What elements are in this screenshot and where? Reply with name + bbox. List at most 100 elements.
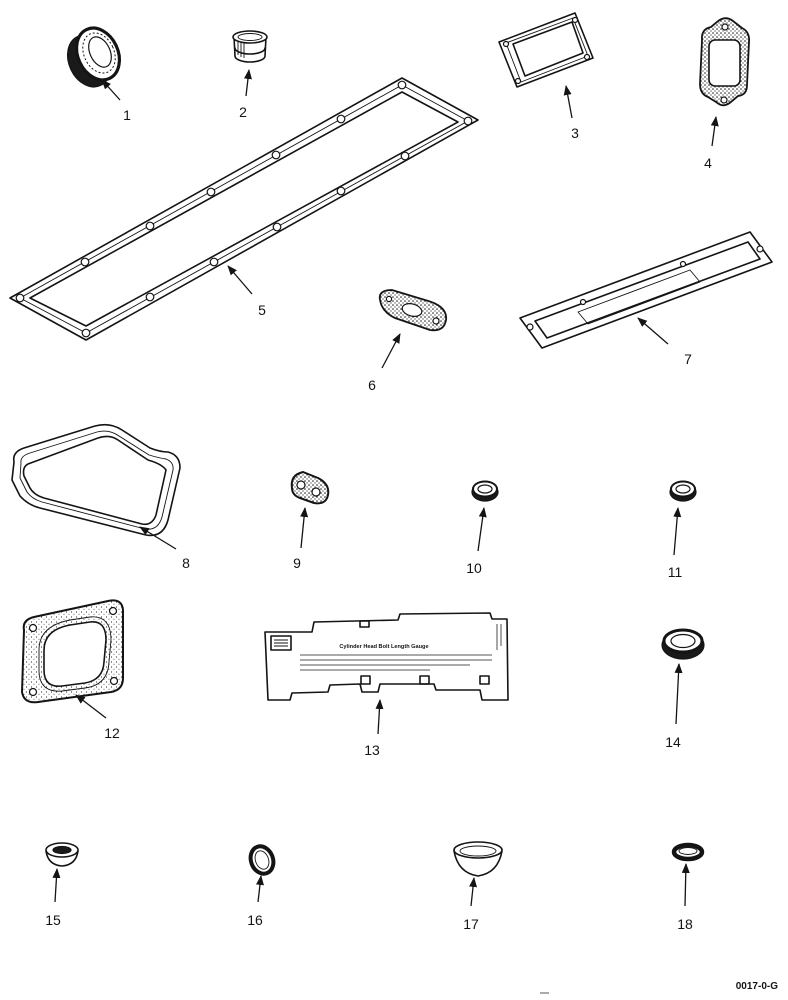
part-12-bolt-hole bbox=[109, 676, 119, 686]
part-15-cup bbox=[45, 842, 79, 867]
leader-arrow-8 bbox=[139, 526, 177, 550]
part-17-rim bbox=[453, 841, 503, 859]
part-7-bolt-hole bbox=[526, 323, 534, 331]
part-5-bolt-hole bbox=[81, 328, 91, 338]
callout-4: 4 bbox=[704, 155, 712, 171]
part-4-bottom-hole bbox=[720, 96, 728, 104]
part-5-bolt-holes bbox=[15, 80, 473, 338]
part-7-raised-slot bbox=[577, 269, 701, 325]
part-14-bore bbox=[670, 633, 696, 649]
leader-arrows bbox=[52, 69, 719, 907]
callout-17: 17 bbox=[463, 916, 479, 932]
part-5-outline bbox=[9, 77, 479, 341]
callout-13: 13 bbox=[364, 742, 380, 758]
part-3-window bbox=[512, 21, 584, 77]
leader-arrow-5 bbox=[227, 265, 253, 295]
part-17-cup bbox=[453, 841, 503, 877]
part-13-logo bbox=[270, 635, 292, 651]
part-1-lip bbox=[82, 32, 116, 74]
part-10-ring bbox=[471, 480, 499, 502]
part-5-bolt-hole bbox=[463, 116, 473, 126]
part-5-bolt-hole bbox=[15, 293, 25, 303]
part-7-bolt-hole bbox=[679, 260, 687, 268]
leader-arrow-4 bbox=[710, 116, 719, 147]
part-3-bolt-hole bbox=[502, 40, 510, 48]
part-5-bolt-hole bbox=[206, 187, 216, 197]
callout-6: 6 bbox=[368, 377, 376, 393]
part-13-fine-print bbox=[300, 654, 492, 671]
part-5-bolt-hole bbox=[145, 292, 155, 302]
part-2-top bbox=[232, 30, 268, 44]
part-18-ring bbox=[671, 842, 705, 862]
part-5-valve-cover-gasket bbox=[9, 77, 479, 341]
callout-16: 16 bbox=[247, 912, 263, 928]
part-2-band bbox=[234, 47, 266, 55]
part-4-gasket bbox=[699, 17, 751, 107]
leader-arrow-14 bbox=[674, 663, 683, 725]
callout-15: 15 bbox=[45, 912, 61, 928]
callout-18: 18 bbox=[677, 916, 693, 932]
leader-arrow-12 bbox=[75, 694, 107, 719]
part-4-top-hole bbox=[721, 23, 729, 31]
leader-arrow-17 bbox=[469, 877, 478, 907]
part-6-gasket bbox=[378, 289, 448, 332]
part-18-inner bbox=[678, 847, 698, 855]
part-10-bore bbox=[477, 484, 493, 494]
callout-7: 7 bbox=[684, 351, 692, 367]
part-7-bolt-hole bbox=[579, 298, 587, 306]
leader-arrow-13 bbox=[375, 699, 384, 735]
part-8-outline bbox=[11, 423, 181, 537]
part-12-bolt-hole bbox=[28, 687, 38, 697]
part-5-bolt-hole bbox=[400, 151, 410, 161]
callout-3: 3 bbox=[571, 125, 579, 141]
part-3-outline bbox=[498, 12, 594, 88]
leader-arrow-7 bbox=[637, 317, 669, 345]
callout-1: 1 bbox=[123, 107, 131, 123]
part-6-bolt-hole bbox=[385, 295, 393, 303]
part-5-bolt-hole bbox=[336, 114, 346, 124]
part-5-bolt-hole bbox=[209, 257, 219, 267]
gauge-title: Cylinder Head Bolt Length Gauge bbox=[339, 644, 428, 650]
part-5-bolt-hole bbox=[336, 186, 346, 196]
part-3-gasket bbox=[498, 12, 594, 88]
leader-arrow-16 bbox=[255, 875, 264, 903]
part-4-window bbox=[708, 39, 741, 87]
part-9-gasket bbox=[290, 470, 330, 505]
part-2-top-inner bbox=[237, 33, 263, 41]
callout-10: 10 bbox=[466, 560, 482, 576]
callout-numbers: 1 2 3 4 5 6 7 8 9 10 11 12 13 14 15 16 1… bbox=[45, 104, 712, 932]
part-7-gasket bbox=[519, 231, 773, 349]
callout-5: 5 bbox=[258, 302, 266, 318]
part-16-outer bbox=[248, 844, 276, 876]
callout-11: 11 bbox=[668, 564, 683, 580]
part-11-ring bbox=[669, 480, 697, 502]
part-18-outer bbox=[671, 842, 705, 862]
part-5-bolt-hole bbox=[145, 221, 155, 231]
leader-arrow-11 bbox=[673, 507, 682, 556]
part-16-ring bbox=[248, 844, 276, 876]
part-1-seal bbox=[66, 26, 122, 88]
part-13-side-print bbox=[496, 624, 502, 650]
callout-12: 12 bbox=[104, 725, 120, 741]
part-12-bolt-hole bbox=[28, 623, 38, 633]
part-13-tab bbox=[359, 620, 370, 628]
part-2-body bbox=[233, 36, 267, 63]
part-13-card bbox=[264, 612, 509, 701]
part-5-bolt-hole bbox=[272, 222, 282, 232]
part-9-outline bbox=[290, 470, 330, 505]
part-8-rocker-cover-gasket bbox=[11, 423, 181, 537]
part-7-inner-edge bbox=[534, 241, 761, 339]
part-8-bead bbox=[19, 430, 174, 530]
part-7-bolt-hole bbox=[756, 245, 764, 253]
leader-arrow-3 bbox=[563, 85, 573, 119]
part-15-hole bbox=[52, 845, 72, 855]
leader-arrow-1 bbox=[101, 79, 121, 101]
part-12-window bbox=[43, 621, 107, 687]
part-13-tab bbox=[479, 675, 490, 685]
part-5-bolt-hole bbox=[271, 150, 281, 160]
part-12-bolt-hole bbox=[108, 606, 118, 616]
part-7-outline bbox=[519, 231, 773, 349]
part-13-tab bbox=[360, 675, 371, 685]
part-3-bolt-hole bbox=[514, 77, 522, 85]
